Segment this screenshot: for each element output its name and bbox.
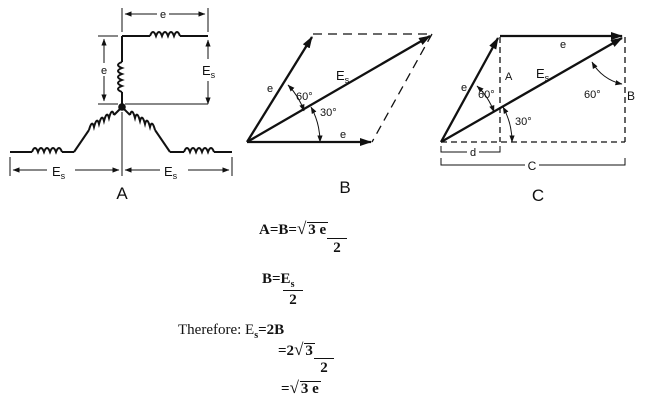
panel-c-arc-60-right <box>591 61 623 86</box>
equation-4: =2√3 <box>278 341 315 359</box>
equation-3-subscript: s <box>254 330 259 341</box>
panel-c-label-b: B <box>627 89 635 103</box>
sqrt-symbol: √ <box>294 340 304 359</box>
equation-2: B=Es <box>262 272 294 290</box>
panel-c-label-es: Es <box>536 66 550 83</box>
panel-a-coil-right <box>183 147 215 155</box>
panel-b-parallelogram <box>246 33 433 146</box>
panel-a-caption: A <box>116 184 128 203</box>
panel-b-arc-60 <box>287 84 305 112</box>
panel-c-label-e-top: e <box>560 39 566 51</box>
panel-a-wye-circuit <box>10 31 232 155</box>
panel-b-label-es: Es <box>336 68 350 85</box>
equation-3: Therefore: Es=2B <box>178 323 284 341</box>
equation-4-radicand: 3 <box>304 343 315 359</box>
panel-c-vector-e-side <box>439 37 500 143</box>
panel-a-lead-left-down <box>73 129 90 153</box>
equation-1-denominator: 2 <box>327 238 347 257</box>
equation-1: A=B=√3 e <box>259 219 329 238</box>
panel-a-label-es-bottom-right: Es <box>164 164 178 181</box>
panel-a-coil-right-diag <box>129 110 156 131</box>
panel-b-angle-30: 30° <box>320 107 337 119</box>
equation-2-denominator: 2 <box>283 290 303 309</box>
panel-a-label-e-top: e <box>160 9 166 21</box>
panel-a-coil-left-diag <box>88 110 115 131</box>
therefore-label: Therefore: E <box>178 322 255 338</box>
equation-2-lhs: B=E <box>262 271 291 287</box>
equation-5-lhs: = <box>281 381 290 397</box>
panel-a-neutral-node <box>118 103 126 111</box>
equation-4-lhs: =2 <box>278 343 295 359</box>
panel-c-vector-es <box>440 37 623 143</box>
panel-c-angle-60-left: 60° <box>478 89 495 101</box>
equation-1-lhs: A=B= <box>259 222 297 238</box>
equation-5: =√3 e <box>281 379 321 397</box>
panel-a-label-es-left: Es <box>52 164 66 181</box>
panel-a-lead-right-down <box>154 129 171 153</box>
panel-b-vector-e-side <box>246 36 313 143</box>
panel-c-arc-60-left <box>476 85 495 113</box>
panel-b-caption: B <box>339 178 350 197</box>
equation-4-denominator: 2 <box>314 358 334 377</box>
panel-c-angle-60-right: 60° <box>584 89 601 101</box>
panel-b-arc-30 <box>310 106 323 143</box>
panel-c-label-c: C <box>528 159 537 173</box>
panel-b-label-e-bottom: e <box>340 129 346 141</box>
panel-c-label-e-side: e <box>461 82 467 94</box>
panel-a-coil-vertical <box>117 61 125 93</box>
equation-1-radicand: 3 e <box>307 222 329 238</box>
panel-b-angle-60: 60° <box>296 91 313 103</box>
panel-c-label-d: d <box>470 147 476 159</box>
panel-b-vector-es <box>246 35 431 143</box>
sqrt-symbol: √ <box>296 219 307 238</box>
equation-3-rhs: =2B <box>258 322 285 338</box>
panel-a-coil-left <box>31 147 63 155</box>
panel-c-arc-30 <box>502 106 515 143</box>
panel-a-label-e-left: e <box>101 65 107 77</box>
panel-c-label-a: A <box>505 71 513 83</box>
sqrt-symbol: √ <box>289 378 299 397</box>
panel-a-coil-top <box>149 31 181 39</box>
panel-a-label-es-right: Es <box>202 63 216 80</box>
equation-5-radicand: 3 e <box>299 381 321 397</box>
panel-c-caption: C <box>532 186 544 205</box>
panel-b-label-e-side: e <box>267 83 273 95</box>
equation-2-subscript: s <box>290 279 295 290</box>
panel-c-angle-30: 30° <box>515 116 532 128</box>
